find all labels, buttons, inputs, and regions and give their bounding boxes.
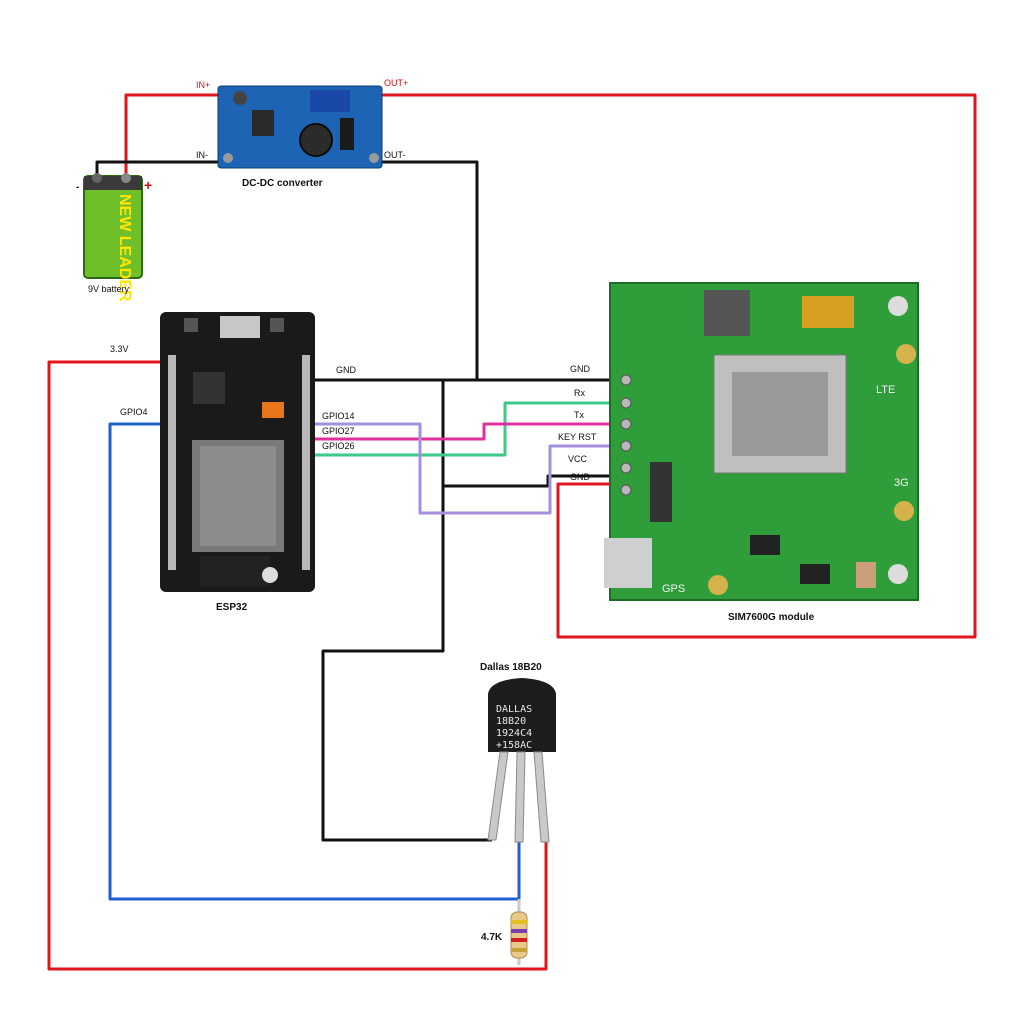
pin-sim-gnd-bottom-label: GND (570, 472, 591, 482)
converter-title: DC-DC converter (242, 178, 323, 189)
wires (47, 93, 977, 971)
battery-minus: - (76, 182, 79, 193)
pin-gpio14-label: GPIO14 (322, 411, 355, 421)
pin-gpio27-label: GPIO27 (322, 426, 355, 436)
dc-dc-converter: IN+ IN- OUT+ OUT- DC-DC converter (196, 78, 408, 189)
usb-port-icon (220, 316, 260, 338)
battery-title: 9V battery (88, 284, 130, 294)
battery-brand: NEW LEADER (116, 194, 133, 302)
sensor-title: Dallas 18B20 (480, 662, 542, 673)
wire-gnd-sensor (321, 380, 492, 842)
lte-antenna-connector-icon (896, 344, 916, 364)
pin-sim-rx-label: Rx (574, 388, 585, 398)
sensor-marking-line3: 1924C4 (496, 728, 532, 739)
esp32-board: ESP32 (160, 312, 315, 613)
wire-in-plus (124, 93, 218, 176)
esp32-title: ESP32 (216, 602, 248, 613)
wire-gpio14 (312, 401, 620, 457)
dallas-sensor: Dallas 18B20 DALLAS 18B20 1924C4 +158AC (480, 662, 556, 843)
wire-out-minus (382, 160, 479, 380)
wire-gpio26 (312, 422, 620, 515)
gps-antenna-connector-icon (708, 575, 728, 595)
inductor-icon (299, 123, 333, 157)
converter-out-minus-label: OUT- (384, 150, 406, 160)
pin-sim-tx-label: Tx (574, 410, 584, 420)
sim-lte-silk: LTE (876, 384, 895, 396)
pin-sim-vcc-label: VCC (568, 454, 588, 464)
sim-title: SIM7600G module (728, 612, 815, 623)
resistor-4k7: 4.7K (481, 899, 528, 965)
3g-antenna-connector-icon (894, 501, 914, 521)
pin-esp-gnd-label: GND (336, 365, 357, 375)
converter-in-plus-label: IN+ (196, 80, 210, 90)
wire-in-minus (95, 160, 218, 176)
pin-gpio26-label: GPIO26 (322, 441, 355, 451)
wire-gnd-bottom (443, 474, 620, 488)
battery-plus: + (144, 177, 152, 193)
micro-usb-icon (604, 538, 652, 588)
pin-sim-gnd-top-label: GND (570, 364, 591, 374)
sim-3g-silk: 3G (894, 477, 909, 489)
converter-in-minus-label: IN- (196, 150, 208, 160)
resistor-label: 4.7K (481, 932, 503, 943)
wire-out-plus (382, 93, 977, 639)
converter-out-plus-label: OUT+ (384, 78, 408, 88)
capacitor-icon (233, 91, 247, 105)
wire-gpio27 (312, 422, 620, 441)
pin-gpio4-label: GPIO4 (120, 407, 148, 417)
pin-sim-key-rst-label: KEY RST (558, 432, 597, 442)
sensor-marking-line4: +158AC (496, 740, 532, 751)
sim7600g-module: LTE 3G GPS SIM7600G module (604, 282, 919, 623)
battery: NEW LEADER - + 9V battery (76, 173, 152, 302)
sensor-marking-line1: DALLAS (496, 704, 532, 715)
sim-gps-silk: GPS (662, 583, 685, 595)
pin-3v3-label: 3.3V (110, 344, 129, 354)
sensor-marking-line2: 18B20 (496, 716, 526, 727)
wire-gpio4 (108, 422, 521, 901)
wire-3v3 (47, 360, 548, 971)
